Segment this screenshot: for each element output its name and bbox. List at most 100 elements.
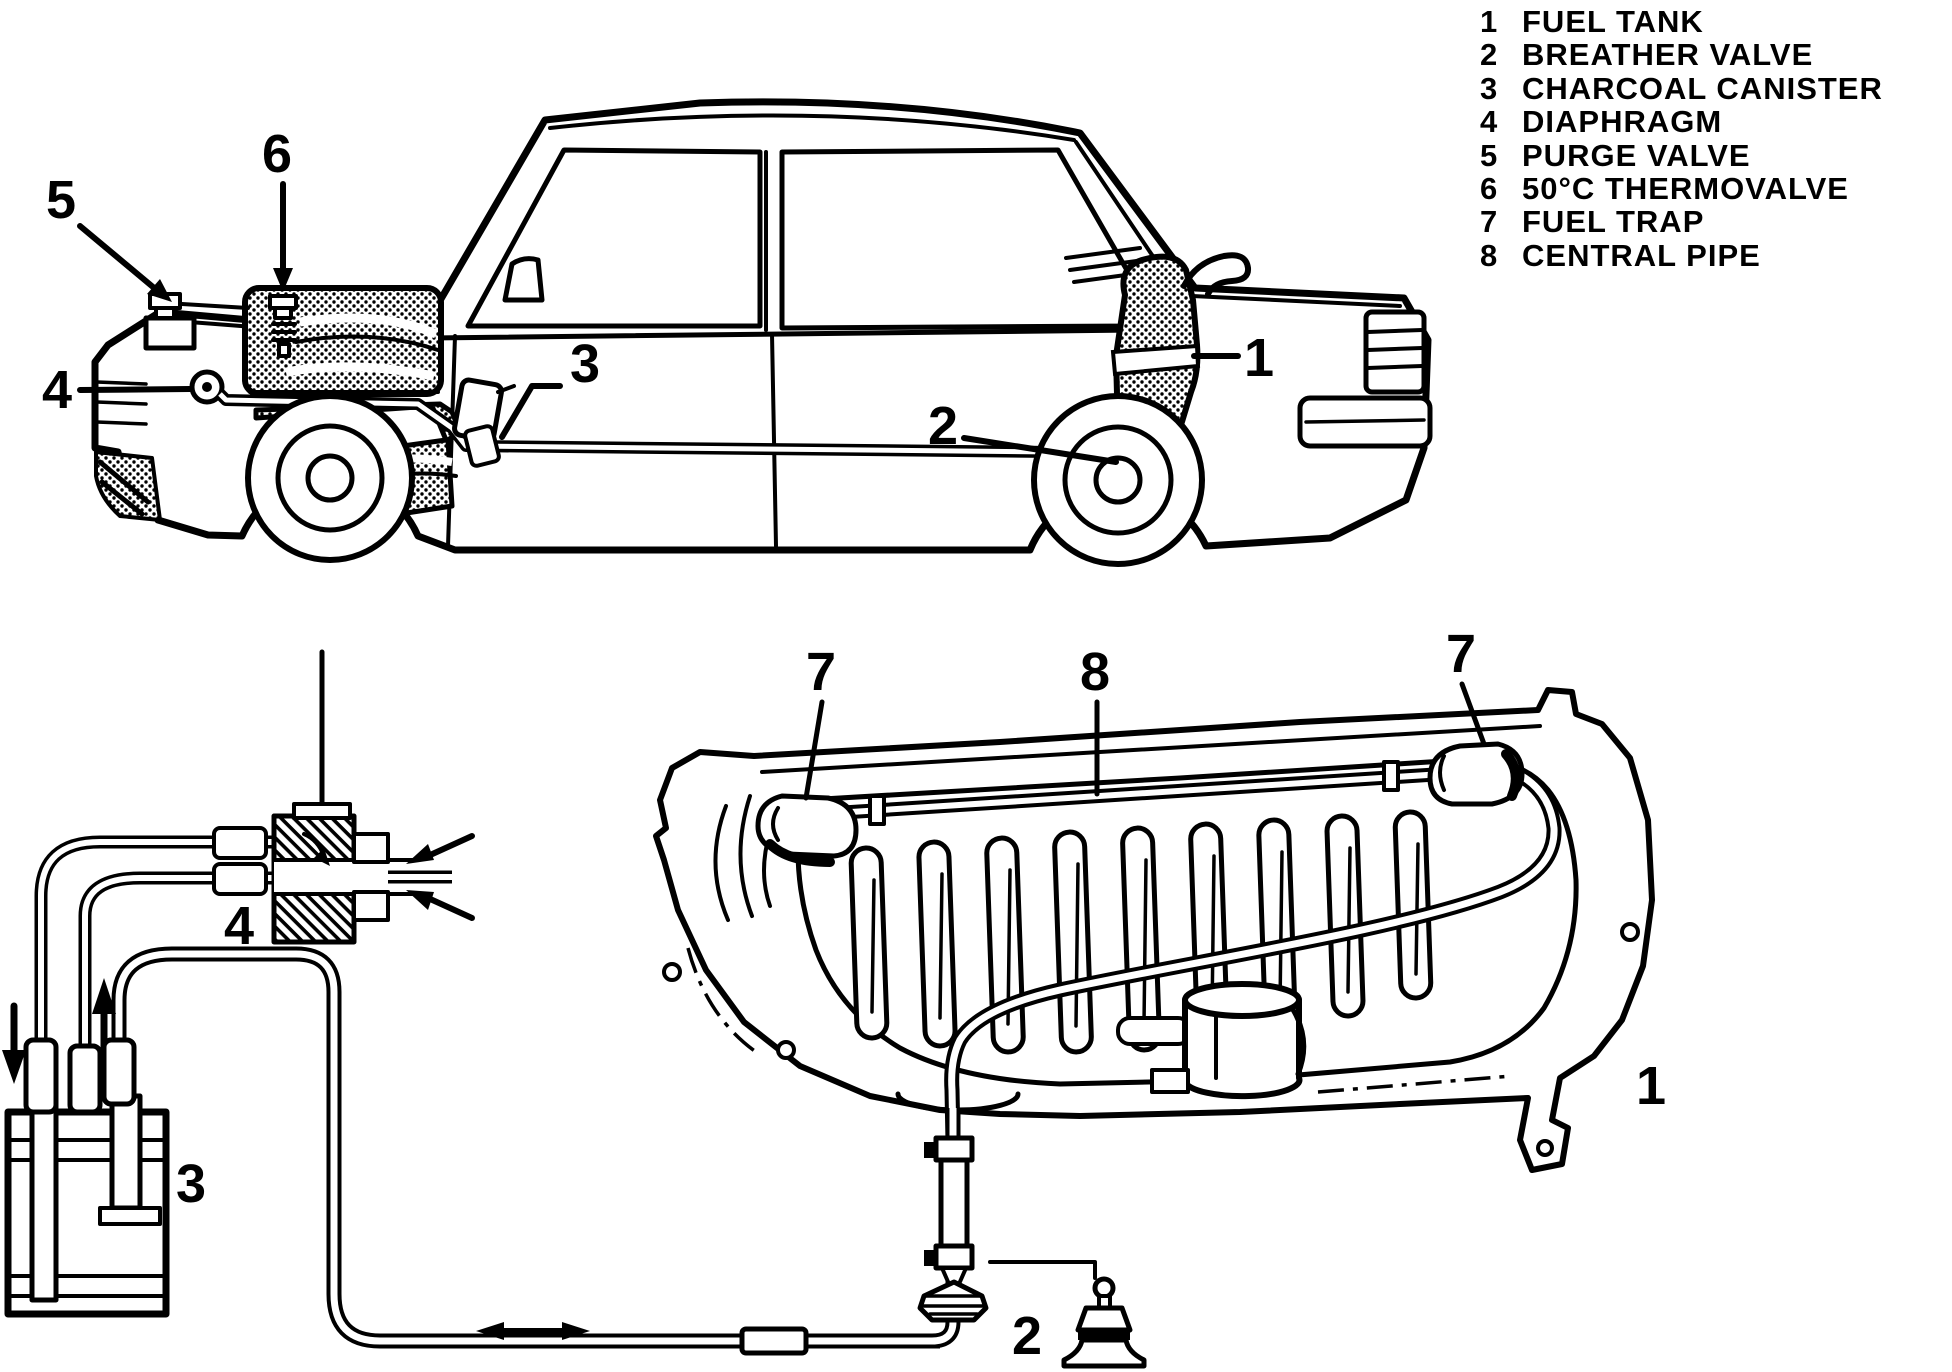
pipe-clamp (868, 794, 886, 826)
callout-canister-leader (499, 383, 563, 440)
legend-item-label: 50°C THERMOVALVE (1522, 170, 1849, 206)
hose-coupling (212, 826, 268, 860)
diaphragm-cone-arrow (314, 848, 330, 866)
callout-thermovalve-arrowhead (273, 268, 293, 292)
breather-valve-body (917, 1279, 989, 1323)
legend-item-number: 4 (1480, 104, 1498, 140)
fuel-trap-right (1427, 741, 1525, 807)
callout-fuel-tank-car: 1 (1244, 328, 1274, 388)
charcoal-canister-car (452, 377, 516, 468)
tank-callouts: 7 8 7 1 (803, 624, 1666, 1116)
legend-item: 6 50°C THERMOVALVE (1480, 170, 1950, 206)
legend: 1 FUEL TANK 2 BREATHER VALVE 3 CHARCOAL … (1480, 4, 1950, 273)
callout-thermovalve: 6 (262, 124, 292, 184)
legend-item-number: 5 (1480, 137, 1498, 173)
callout-canister-detail: 3 (176, 1154, 206, 1214)
engine-block (242, 285, 444, 397)
rear-bumper-line (1304, 418, 1426, 424)
callout-breather-car: 2 (928, 396, 958, 456)
thermovalve (268, 294, 298, 358)
hose-coupling-bottom (739, 1326, 809, 1356)
side-mirror (502, 256, 545, 303)
pipe-clamp (1382, 760, 1400, 792)
legend-item-label: CENTRAL PIPE (1522, 237, 1761, 273)
canister-tube-foot (98, 1206, 162, 1226)
callout-diaphragm-detail: 4 (224, 896, 254, 956)
evap-assembly: 4 3 2 (2, 649, 1147, 1369)
breather-valve-detail (988, 1260, 1147, 1369)
callout-fuel-trap-left-leader (803, 699, 825, 801)
callout-canister-car: 3 (570, 334, 600, 394)
flange-hole (1620, 922, 1640, 942)
callout-fuel-trap-left: 7 (806, 642, 836, 702)
fuel-tank-detail: 7 8 7 1 (653, 624, 1666, 1173)
legend-item: 4 DIAPHRAGM (1480, 104, 1950, 140)
filler-neck (1181, 252, 1252, 297)
callout-purge-valve-arrowhead (147, 279, 172, 302)
callout-diaphragm-car: 4 (42, 360, 72, 420)
legend-item-label: FUEL TANK (1522, 4, 1704, 39)
callout-fuel-trap-right-leader (1459, 681, 1487, 747)
callout-purge-valve: 5 (46, 170, 76, 230)
flange-hole (662, 962, 682, 982)
fuel-pump-unit (1116, 981, 1307, 1100)
charcoal-canister (4, 1037, 170, 1318)
centerline-right (1317, 1074, 1513, 1094)
fuel-trap-left (755, 793, 859, 867)
legend-item: 1 FUEL TANK (1480, 4, 1950, 39)
legend-item-label: FUEL TRAP (1522, 204, 1705, 240)
fuel-tank-car (1110, 252, 1252, 438)
legend-item-number: 3 (1480, 70, 1498, 106)
front-wheel (245, 393, 415, 563)
callout-diaphragm-leader (77, 386, 193, 393)
legend-item-number: 1 (1480, 4, 1498, 39)
callout-breather-leader (961, 435, 1119, 465)
legend-item-label: BREATHER VALVE (1522, 37, 1814, 73)
tank-top-seam (760, 724, 1542, 774)
taillight (1363, 309, 1427, 395)
legend-item: 7 FUEL TRAP (1480, 204, 1950, 240)
tank-internal-pipe (944, 754, 1562, 1143)
trunk-inner-line (1190, 294, 1402, 308)
legend-item-label: CHARCOAL CANISTER (1522, 70, 1883, 106)
legend-item-label: DIAPHRAGM (1522, 104, 1723, 140)
air-in-arrow-upper (406, 833, 475, 864)
hose-coupling (212, 862, 268, 896)
legend-item-number: 7 (1480, 204, 1498, 240)
flange-hole (776, 1040, 796, 1060)
car-callouts: 5 6 4 3 2 1 (42, 124, 1274, 465)
rear-wheel (1031, 393, 1205, 567)
canister-port (101, 1037, 137, 1107)
legend-item-number: 8 (1480, 237, 1498, 273)
legend-item-number: 2 (1480, 37, 1498, 73)
callout-breather-detail: 2 (1012, 1306, 1042, 1366)
callout-fuel-tank-detail: 1 (1636, 1056, 1666, 1116)
central-pipe (787, 760, 1475, 826)
breather-detail-leader (988, 1260, 1097, 1280)
flange-hole (1536, 1139, 1554, 1157)
callout-fuel-trap-right: 7 (1446, 624, 1476, 684)
canister-diaphragm-pipes (34, 826, 290, 1048)
canister-tube (29, 1101, 59, 1303)
legend-item-number: 6 (1480, 170, 1498, 206)
front-door-line (446, 334, 457, 548)
canister-tube (109, 1093, 143, 1211)
car-side-view: 5 6 4 3 2 1 (42, 98, 1433, 567)
canister-port (67, 1043, 103, 1115)
legend-item: 2 BREATHER VALVE (1480, 37, 1950, 73)
breather-valve-assembly (917, 1135, 989, 1323)
legend-item: 5 PURGE VALVE (1480, 137, 1950, 173)
headlight (143, 315, 197, 351)
air-in-arrow-lower (406, 890, 475, 921)
diaphragm-unit (271, 649, 475, 945)
legend-item: 8 CENTRAL PIPE (1480, 237, 1950, 273)
flow-arrow-both-ways (476, 1322, 590, 1340)
assembly-callouts: 4 3 2 (176, 896, 1042, 1366)
callout-purge-valve-leader (77, 223, 156, 290)
legend-item: 3 CHARCOAL CANISTER (1480, 70, 1950, 106)
canister-port (23, 1037, 59, 1115)
legend-item-label: PURGE VALVE (1522, 137, 1751, 173)
canister-loop-pipe (111, 946, 940, 1349)
